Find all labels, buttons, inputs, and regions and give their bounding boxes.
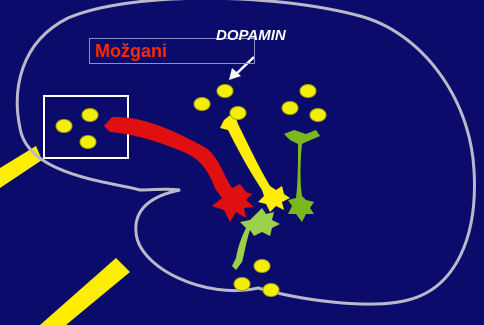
light-green-neuron: [232, 208, 280, 270]
vesicle: [216, 84, 234, 98]
beam-bottom: [40, 258, 130, 325]
diagram-title: Možgani: [95, 41, 167, 61]
vesicle: [299, 84, 317, 98]
vesicle: [79, 135, 97, 149]
vesicle: [281, 101, 299, 115]
title-box: [89, 38, 255, 64]
vesicle: [262, 283, 280, 297]
vesicle: [229, 106, 247, 120]
vesicle: [309, 108, 327, 122]
yellow-neuron: [220, 112, 290, 212]
dopamin-label: DOPAMIN: [216, 27, 286, 44]
vesicle: [81, 108, 99, 122]
dopamin-arrow-head: [229, 68, 241, 80]
dopamine-vesicles: [55, 84, 327, 297]
dopamin-arrow-shaft: [234, 56, 255, 76]
red-neuron: [104, 116, 254, 222]
vesicle: [193, 97, 211, 111]
brain-outline: [15, 0, 476, 306]
vesicle: [253, 259, 271, 273]
vesicle: [55, 119, 73, 133]
vesicle: [233, 277, 251, 291]
beam-left: [0, 146, 42, 188]
green-neuron: [284, 130, 320, 222]
